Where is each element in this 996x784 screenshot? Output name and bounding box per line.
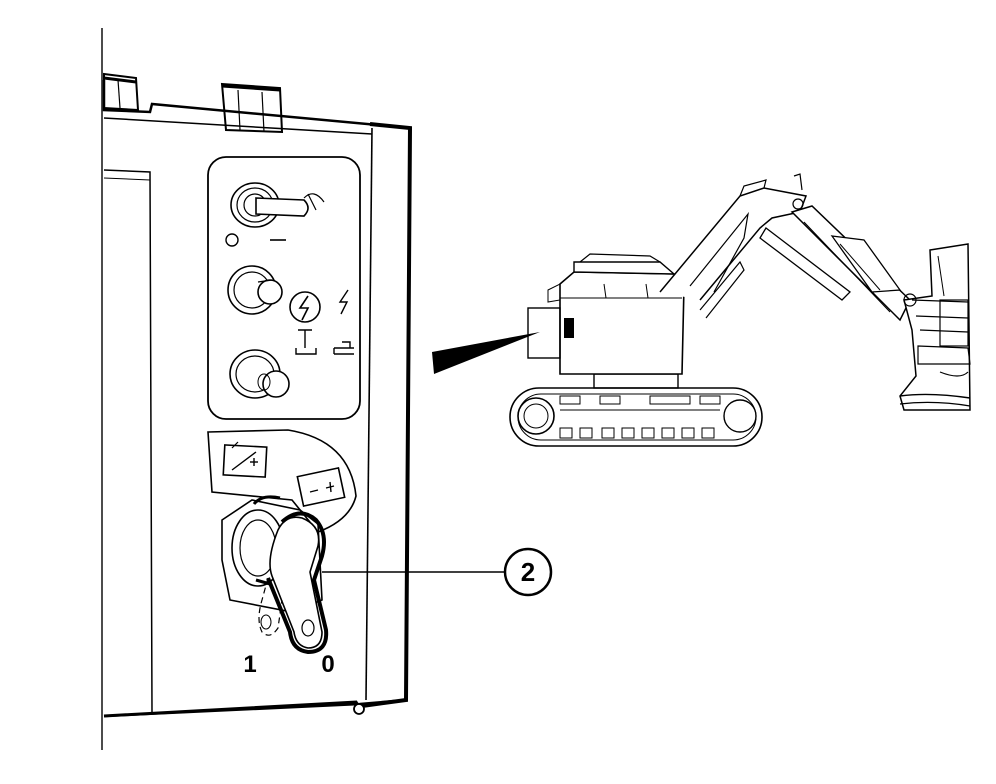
panel-bolt bbox=[353, 703, 365, 715]
position-label-on: 1 bbox=[243, 651, 256, 678]
top-bracket-left bbox=[103, 72, 140, 112]
battery-on-icon bbox=[296, 467, 346, 507]
beacon-switch bbox=[227, 265, 354, 355]
lamp-up-icon bbox=[295, 329, 317, 355]
callout-2: 2 bbox=[322, 547, 553, 597]
track-undercarriage bbox=[509, 387, 763, 447]
key-alt-position bbox=[258, 577, 283, 636]
lamp-down-icon bbox=[333, 341, 354, 355]
top-bracket-right bbox=[220, 82, 284, 134]
wiper-switch bbox=[225, 182, 325, 247]
machine-illustration bbox=[509, 173, 971, 447]
felling-head bbox=[899, 243, 971, 411]
location-pointer bbox=[432, 332, 540, 374]
panel-location-marker bbox=[564, 318, 574, 338]
stick-arm bbox=[759, 205, 911, 322]
callout-circle bbox=[503, 547, 553, 597]
position-label-off: 0 bbox=[321, 651, 334, 678]
side-panel bbox=[527, 307, 561, 359]
battery-off-icon bbox=[222, 441, 268, 478]
lightning-icon bbox=[338, 289, 349, 315]
wiper-icon bbox=[303, 193, 325, 211]
control-panel: 1 0 bbox=[102, 72, 413, 718]
lightning-circle-icon bbox=[289, 291, 321, 323]
upper-structure bbox=[527, 253, 685, 375]
work-light-switch bbox=[229, 349, 290, 399]
battery-key-lever bbox=[266, 511, 329, 655]
swing-ring bbox=[593, 373, 679, 389]
boom bbox=[659, 173, 808, 319]
switch-plate bbox=[207, 156, 361, 420]
off-circle-icon bbox=[225, 233, 239, 247]
callout-number: 2 bbox=[521, 557, 535, 587]
